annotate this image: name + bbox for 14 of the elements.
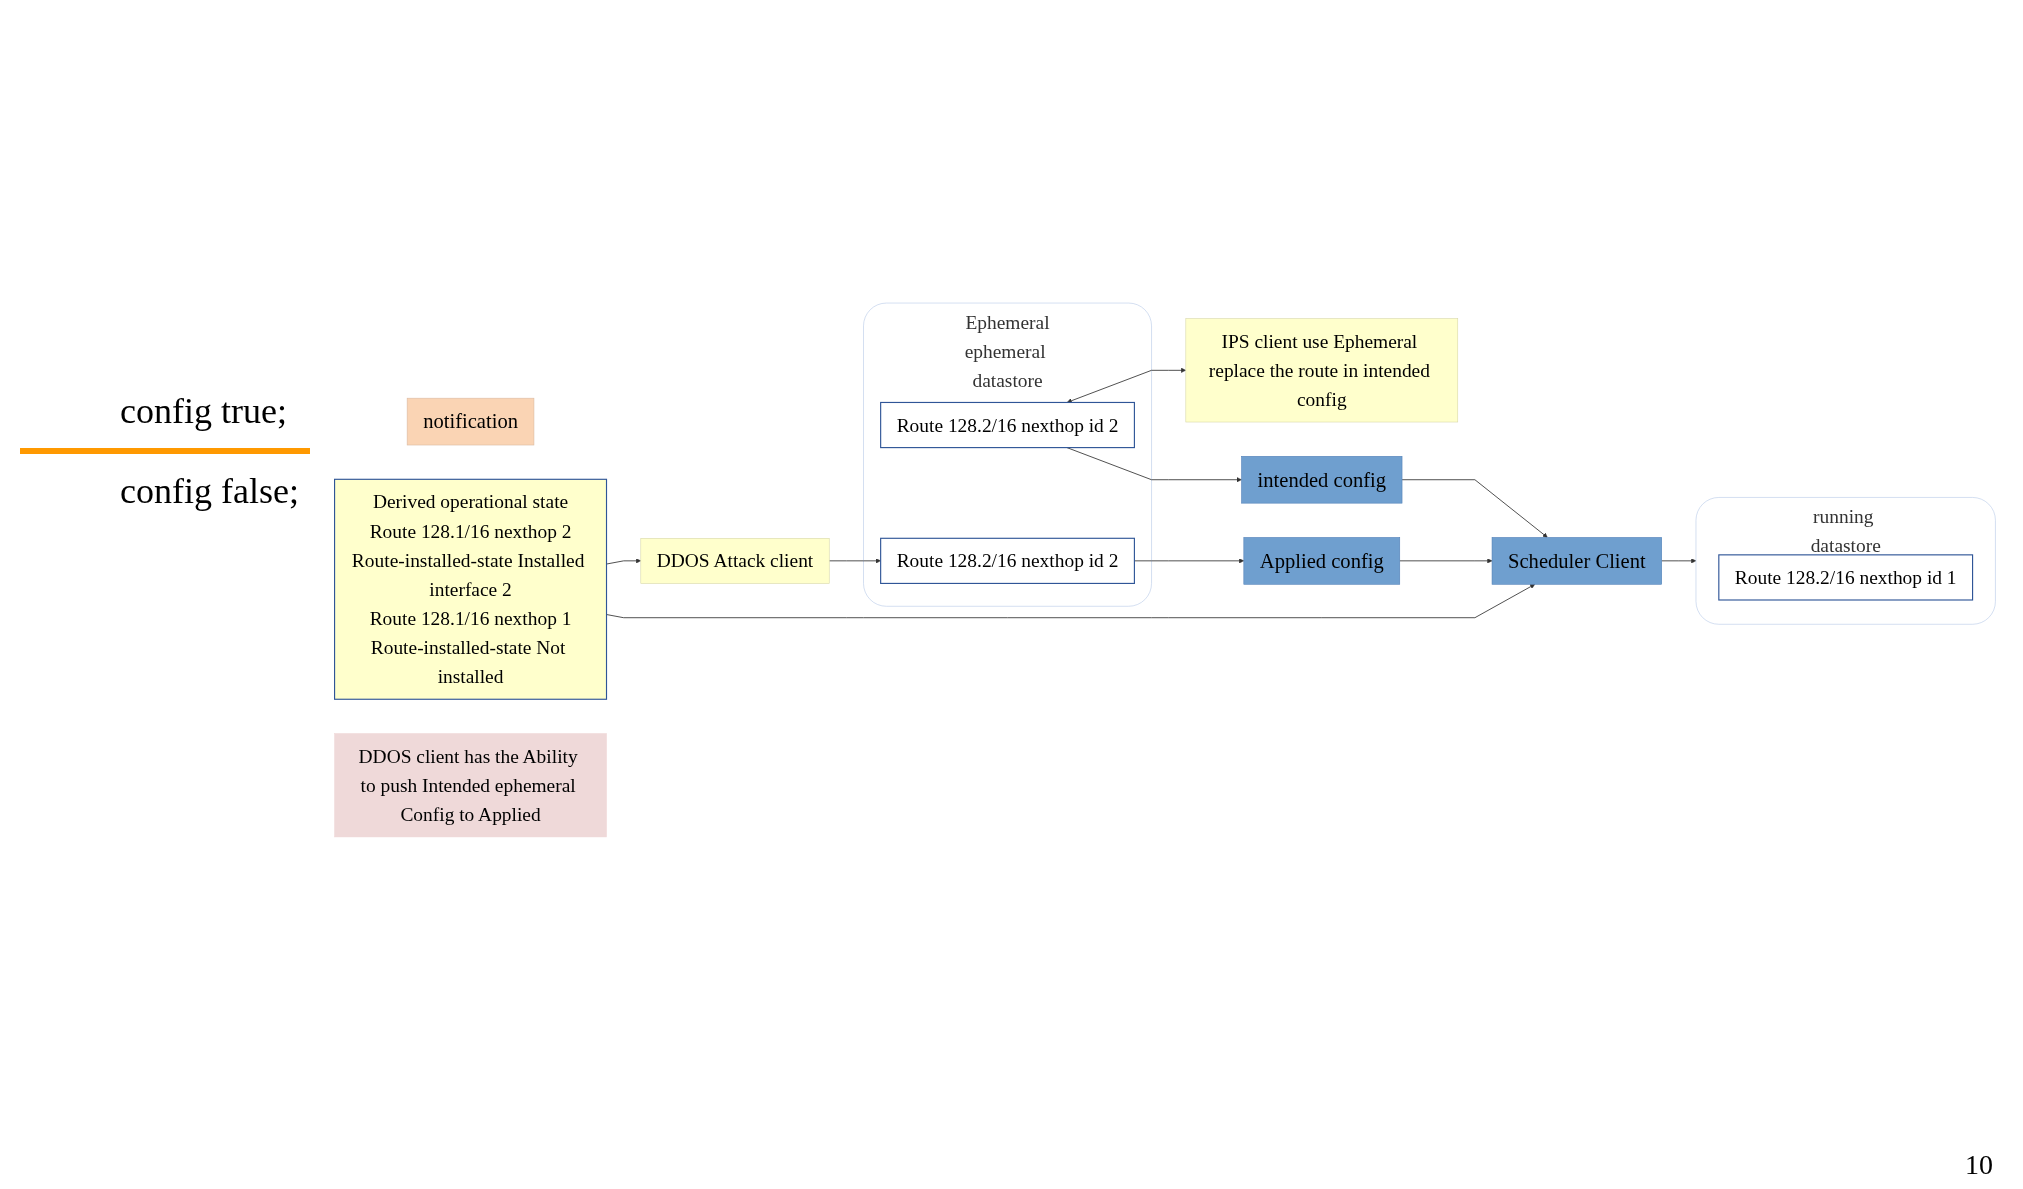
node-box: DDOS Attack client [640, 538, 830, 584]
node-box: Route 128.2/16 nexthop id 2 [880, 537, 1135, 584]
node-box: Scheduler Client [1491, 537, 1662, 585]
node-box: Route 128.2/16 nexthop id 1 [1718, 554, 1974, 601]
node-box: DDOS client has the Ability to push Intended ephemeral Config to Applied [334, 733, 607, 838]
section-label: config true; [120, 390, 287, 432]
section-label: config false; [120, 470, 299, 512]
node-box: IPS client use Ephemeral replace the route in intended config [1185, 318, 1459, 423]
node-box: Derived operational state Route 128.1/16 nexthop 2 Route-installed-state Installed interface 2 Route 128.1/16 nexthop 1 Route-installed-state Not installed [334, 478, 608, 700]
node-box: intended config [1241, 456, 1403, 504]
node-box: Route 128.2/16 nexthop id 2 [880, 401, 1135, 449]
node-box: Applied config [1243, 537, 1401, 585]
node-box: notification [406, 397, 535, 446]
page-number: 10 [1965, 1149, 1993, 1181]
